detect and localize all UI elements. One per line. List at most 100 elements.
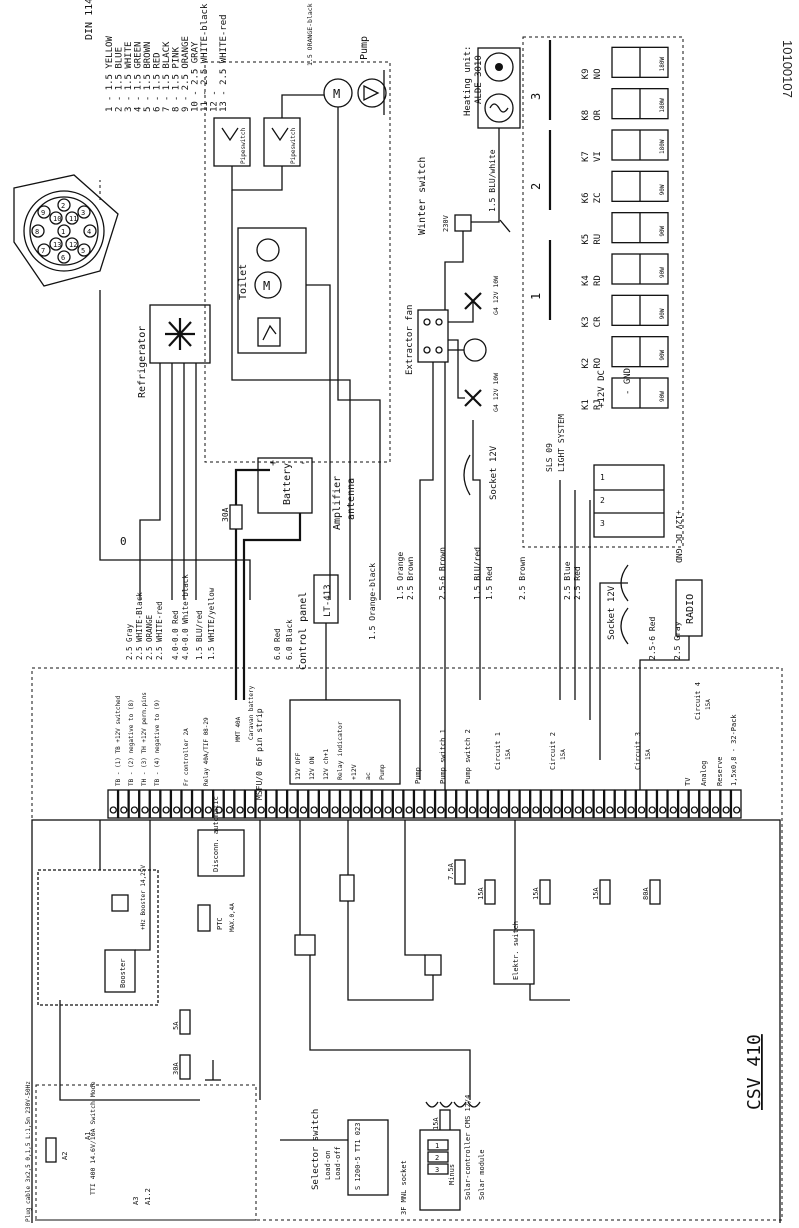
csv-terminal-screw: [733, 806, 741, 814]
heating-unit-element-coil: [489, 103, 509, 113]
circuit-name: Circuit 1: [494, 732, 502, 770]
fan-lamp2-label: G4 12V 10W: [492, 373, 500, 412]
winter-switch-voltage: 230V: [442, 214, 450, 232]
csv-terminal: [572, 789, 584, 819]
ls-output-watt: 180W: [659, 98, 666, 113]
csv-terminal: [424, 789, 436, 819]
fan-lamp1-label: G4 12V 10W: [492, 276, 500, 315]
csv-fuse-label: 7.5A: [447, 862, 455, 880]
csv-terminal: [582, 789, 594, 819]
toilet-motor: [254, 271, 282, 299]
din-pin-number: 1: [61, 228, 65, 236]
circuit-amp: 15A: [505, 749, 512, 760]
csv-terminal: [117, 789, 129, 819]
radio-lead: [639, 636, 690, 790]
pipe-to-pump: [281, 94, 324, 118]
csv-terminal-screw: [606, 806, 614, 814]
cable-label-mid: 2.5 Blue: [563, 561, 572, 600]
csv-terminal-screw: [701, 806, 709, 814]
socket-lower-label: Socket 12V: [607, 585, 617, 640]
csv-terminal: [244, 789, 256, 819]
mains-frame: [35, 1084, 257, 1221]
csv-terminal-screw: [363, 806, 371, 814]
toilet-pump-wheel: [256, 238, 280, 262]
ls-output-k: K4: [581, 275, 591, 286]
document-id: 10100107: [780, 40, 795, 98]
ls-output-watt: 90W: [659, 184, 666, 195]
csv-terminal-screw: [331, 806, 339, 814]
ptc-label: PTC: [216, 917, 224, 930]
selector-opt-1: Load-on: [324, 1150, 332, 1180]
ls-output-code: RU: [593, 234, 603, 245]
pipe-switches: Pipeswitch Pipeswitch: [213, 94, 324, 191]
csv-terminal-screw: [616, 806, 625, 814]
battery-plus-lead: [234, 468, 270, 700]
csv-terminal: [265, 789, 277, 819]
din-wire-entry: 7 - 1.5 BLACK: [162, 41, 172, 112]
din-wire-entry: 9 - 2.5 ORANGE: [181, 36, 191, 112]
csv-terminal-screw: [490, 806, 498, 814]
int-wire-2: [135, 820, 151, 951]
lower-terminal-label: TV: [684, 777, 692, 786]
extractor-switch-box: [417, 309, 449, 363]
din-wire-entry: 11 - 2.5 WHITE-black: [200, 3, 210, 112]
csv-terminal: [181, 789, 193, 819]
mains-coil: [467, 1101, 481, 1108]
booster-label: Booster: [119, 958, 127, 988]
heating-unit-burner: [484, 52, 514, 82]
din-pin: [57, 198, 71, 212]
pipe-switch-2-label: Pipeswitch: [290, 127, 297, 164]
ls-group-number: 2: [529, 183, 543, 190]
cable-label-mid: 2.5 Brown: [518, 556, 527, 600]
csv-terminal-screw: [257, 806, 265, 814]
heating-unit-lead: [470, 128, 500, 223]
csv-terminal: [202, 789, 214, 819]
control-panel-box: [313, 574, 339, 624]
csv-terminal-screw: [151, 806, 160, 814]
cable-label-left: 6.0 Black: [285, 619, 294, 660]
fan-switch-node-1: [423, 318, 431, 326]
csv-terminal-desc: TB - (4) negative to (9): [154, 699, 161, 786]
csv-fuse-label: 15A: [532, 887, 540, 900]
csv-terminal-desc: Fr controller 2A: [183, 728, 190, 786]
mains-coil: [439, 1101, 453, 1108]
csv-terminal: [445, 789, 457, 819]
csv-terminal-screw: [109, 806, 117, 814]
cable-label-mid: 1.5 BLU/red: [473, 547, 482, 600]
din-connector-ring: [23, 190, 105, 272]
csv-terminal: [371, 789, 383, 819]
panel-pin-label: Relay indicator: [336, 721, 344, 780]
ls-output-code: VI: [593, 151, 603, 162]
selector-switch-label: Selector switch: [311, 1109, 321, 1190]
toilet: M Toilet: [237, 227, 331, 600]
csv-terminal-screw: [141, 806, 149, 814]
csv-terminal: [413, 789, 425, 819]
elektro-switch-box: [493, 929, 535, 985]
csv-terminal: [551, 789, 563, 819]
pipe-switch-link: [231, 166, 283, 191]
din-pin-number: 7: [41, 247, 45, 255]
csv-terminal-screw: [542, 806, 551, 814]
csv-terminal-screw: [215, 806, 223, 814]
pipe-switch-1: [213, 117, 251, 167]
ptc-rating: MAX.0,4A: [229, 903, 236, 932]
mains-input-label: A1: [84, 1132, 92, 1140]
panel-pin-block: [289, 699, 401, 785]
battery-label: Battery: [282, 463, 293, 505]
csv-terminal: [519, 789, 531, 819]
din-wire-entry: 13 - 2.5 WHITE-red: [219, 14, 229, 112]
din-pin: [49, 211, 63, 225]
csv-terminal: [329, 789, 341, 819]
csv-terminal-screw: [553, 806, 561, 814]
csv-fuse: [179, 1054, 191, 1080]
heating-unit-title: Heating unit:: [463, 46, 473, 116]
ls-output-k: K5: [581, 234, 591, 245]
radio: RADIO: [639, 579, 703, 790]
control-panel-model: LT-413: [323, 584, 333, 617]
ls-output-watt: 90W: [659, 308, 666, 319]
din-pin-number: 11: [69, 215, 77, 223]
mains-coil: [425, 1101, 439, 1108]
